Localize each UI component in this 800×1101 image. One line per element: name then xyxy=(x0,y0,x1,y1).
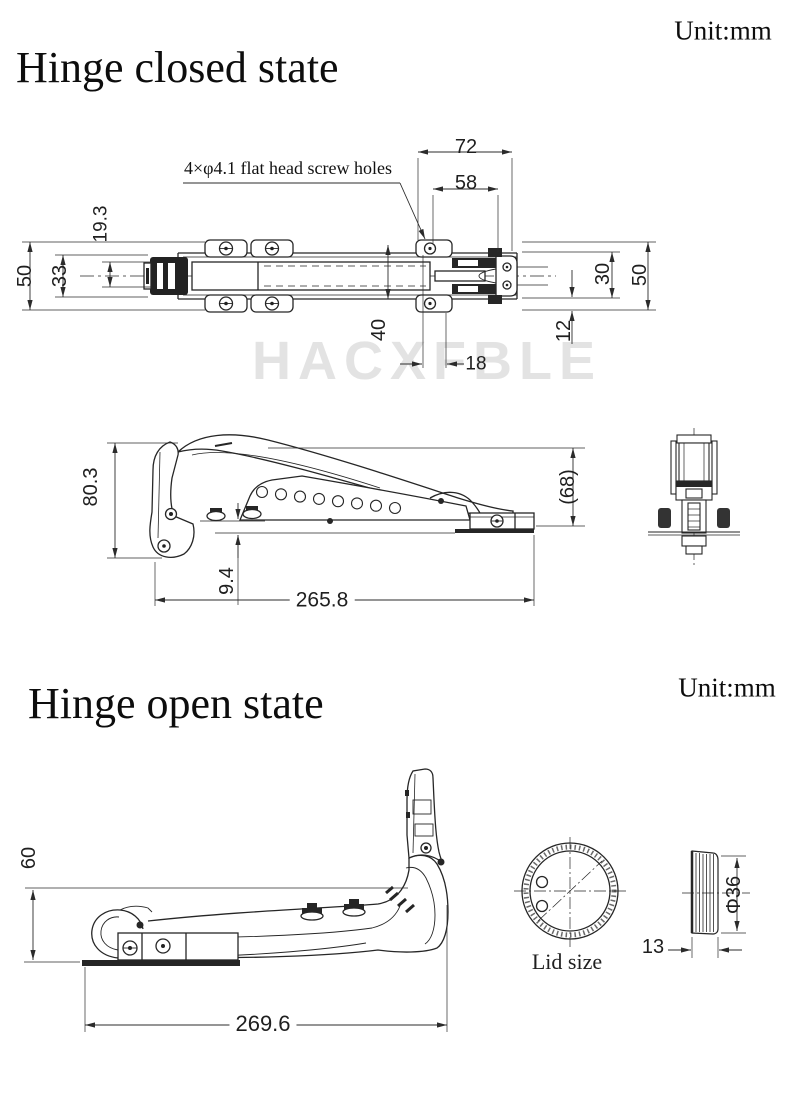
dim-right-hole-height: 30 xyxy=(592,262,614,286)
dim-reference-height: (68) xyxy=(557,469,579,505)
dim-plate-width: 72 xyxy=(454,136,478,158)
dim-outer-height-left: 50 xyxy=(14,264,36,288)
unit-label-closed: Unit:mm xyxy=(674,15,772,46)
dim-total-length-open: 269.6 xyxy=(229,1013,297,1035)
section-title-closed: Hinge closed state xyxy=(16,43,339,92)
unit-label-open: Unit:mm xyxy=(678,672,776,703)
lid-caption: Lid size xyxy=(531,949,603,974)
dim-lid-diameter: Φ36 xyxy=(723,875,745,915)
screw-note: 4×φ4.1 flat head screw holes xyxy=(184,158,392,178)
dim-tab-width: 18 xyxy=(465,353,487,375)
dim-base-offset: 12 xyxy=(553,319,575,343)
dim-plate-drop: 9.4 xyxy=(216,567,238,595)
dim-arm-offset: 19.3 xyxy=(90,205,112,243)
closed-top-view-part xyxy=(80,239,556,313)
dim-open-height: 60 xyxy=(18,846,40,870)
end-view-drawing xyxy=(648,428,740,566)
dim-lid-thickness: 13 xyxy=(641,936,665,958)
dim-total-height: 80.3 xyxy=(80,467,102,507)
closed-side-view-part xyxy=(149,434,535,558)
dim-hole-spacing: 58 xyxy=(454,172,478,194)
closed-side-view-dimensions xyxy=(107,442,585,606)
open-view-part xyxy=(82,768,449,966)
lid-dimensions xyxy=(668,855,746,958)
closed-top-view-dimensions xyxy=(22,149,656,368)
dim-outer-height-right: 50 xyxy=(629,263,651,287)
dim-body-height: 33 xyxy=(49,264,71,288)
lid-front-view xyxy=(514,837,626,947)
screw-holes xyxy=(218,241,437,311)
dim-body-width: 40 xyxy=(368,318,390,342)
watermark: HACXFBLE xyxy=(252,331,602,391)
dim-total-length-closed: 265.8 xyxy=(289,589,355,611)
section-title-open: Hinge open state xyxy=(28,679,324,728)
lid-side-view xyxy=(682,850,750,935)
